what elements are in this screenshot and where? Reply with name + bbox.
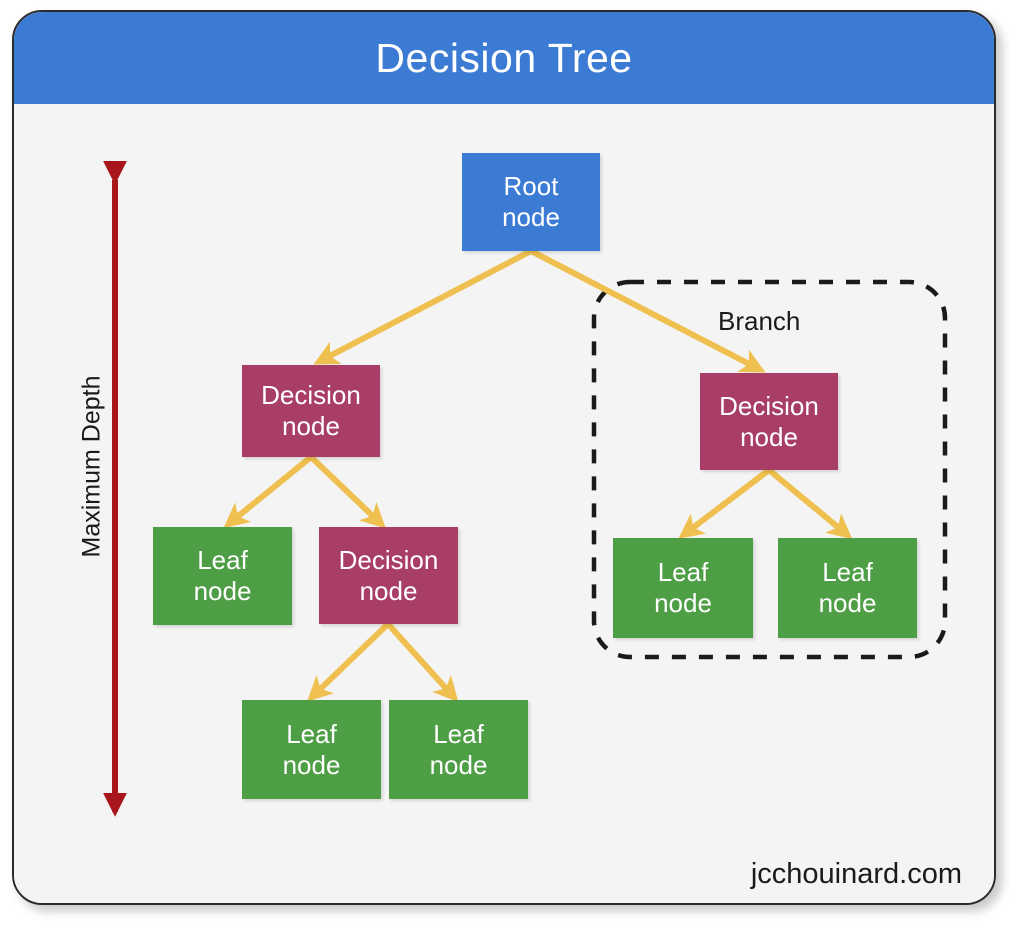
card-header: Decision Tree <box>14 12 994 104</box>
node-label-line2: node <box>818 588 877 618</box>
node-label-line2: node <box>282 411 340 441</box>
node-label-line1: Leaf <box>657 557 709 588</box>
node-label-line1: Decision <box>719 390 819 421</box>
node-label-line1: Decision <box>338 544 439 575</box>
node-label-line1: Leaf <box>286 718 337 749</box>
node-label-line1: Decision <box>261 380 361 411</box>
node-label-line2: node <box>740 421 798 452</box>
node-label-line2: node <box>502 202 560 232</box>
node-label-line2: node <box>359 575 418 606</box>
node-label-line1: Leaf <box>197 545 248 576</box>
node-label-line1: Root <box>503 171 559 202</box>
node-label-line2: node <box>654 588 712 618</box>
page-title: Decision Tree <box>375 34 633 81</box>
node-label-line2: node <box>282 749 341 780</box>
maximum-depth-label: Maximum Depth <box>77 375 106 558</box>
node-label-line2: node <box>429 749 488 780</box>
node-label-line1: Leaf <box>822 557 873 588</box>
branch-label: Branch <box>718 306 801 336</box>
watermark: jcchouinard.com <box>750 858 962 890</box>
node-label-line1: Leaf <box>433 718 484 749</box>
node-label-line2: node <box>193 576 252 606</box>
